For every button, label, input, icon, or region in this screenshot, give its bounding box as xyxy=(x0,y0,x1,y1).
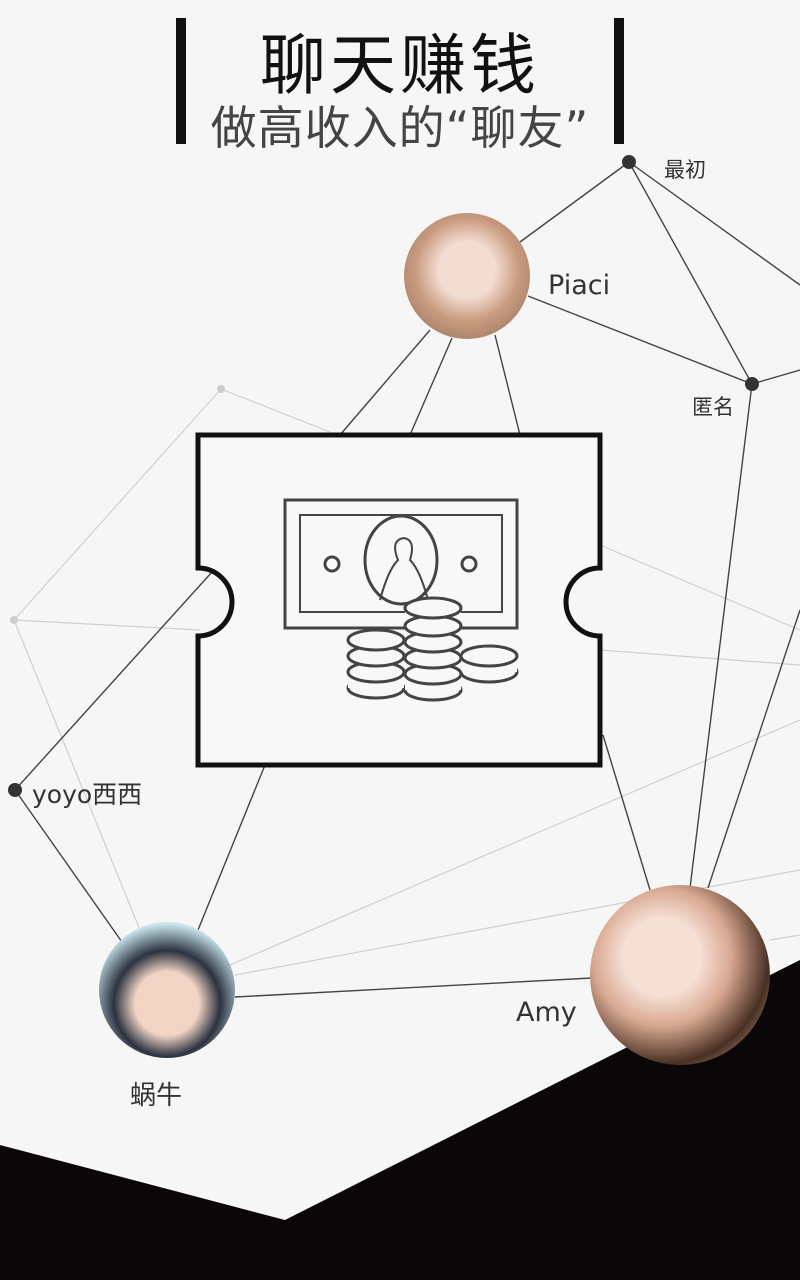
bottom-shape xyxy=(0,960,800,1280)
avatar-snail[interactable] xyxy=(99,922,235,1058)
title-bar-left xyxy=(176,18,186,144)
page-subtitle: 做高收入的“聊友” xyxy=(210,101,590,155)
ticket-card xyxy=(195,432,603,768)
label-amy: Amy xyxy=(516,997,577,1028)
faint-lines xyxy=(13,388,800,976)
title-bar-right xyxy=(614,18,624,144)
connection-lines xyxy=(14,161,800,998)
label-anonymous: 匿名 xyxy=(692,395,734,419)
avatar-piaci[interactable] xyxy=(404,213,530,339)
node-dot xyxy=(745,377,759,391)
node-dot xyxy=(10,616,18,624)
label-snail: 蜗牛 xyxy=(130,1081,183,1111)
label-piaci: Piaci xyxy=(548,270,611,301)
avatar-amy[interactable] xyxy=(590,885,770,1065)
node-dot xyxy=(8,783,22,797)
label-yoyo: yoyo西西 xyxy=(32,780,143,809)
page-title: 聊天赚钱 xyxy=(260,27,540,104)
node-dot xyxy=(217,385,225,393)
label-first: 最初 xyxy=(664,158,706,182)
money-coins-icon xyxy=(283,498,519,702)
node-dot xyxy=(622,155,636,169)
